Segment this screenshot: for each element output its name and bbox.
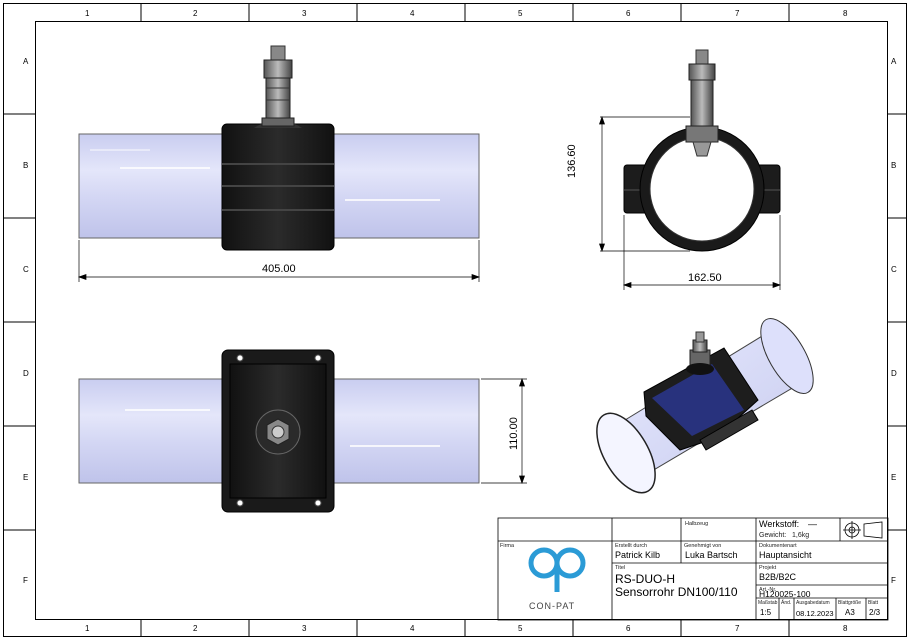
dimension-top-height-line xyxy=(481,377,527,485)
front-view-clamp xyxy=(221,120,335,251)
zone-col-4-bottom: 4 xyxy=(410,624,415,633)
dimension-length: 405.00 xyxy=(262,263,296,275)
genehmigt-label: Genehmigt von xyxy=(684,543,722,549)
massstab-value: 1:5 xyxy=(760,608,772,617)
dimension-side-height: 136.60 xyxy=(566,144,578,178)
zone-row-b-right: B xyxy=(891,161,897,170)
zone-row-d-right: D xyxy=(891,369,897,378)
gewicht-label: Gewicht: xyxy=(759,532,787,539)
zone-ticks xyxy=(3,3,907,637)
zone-row-e-left: E xyxy=(23,473,29,482)
zone-row-e-right: E xyxy=(891,473,897,482)
werkstoff-value: — xyxy=(808,519,817,529)
dimension-length-line xyxy=(77,240,481,282)
zone-col-7-top: 7 xyxy=(735,9,740,18)
side-view-sensor xyxy=(685,49,719,157)
logo-text: CON-PAT xyxy=(529,601,576,611)
blatt-label: Blatt xyxy=(868,600,879,606)
genehmigt-value: Luka Bartsch xyxy=(685,550,738,560)
zone-col-1-bottom: 1 xyxy=(85,624,90,633)
massstab-label: Maßstab xyxy=(758,600,778,606)
zone-col-7-bottom: 7 xyxy=(735,624,740,633)
titel-line-1: RS-DUO-H xyxy=(615,572,675,586)
zone-col-3-bottom: 3 xyxy=(302,624,307,633)
titel-line-2: Sensorrohr DN100/110 xyxy=(615,585,738,599)
projekt-label: Projekt xyxy=(759,565,777,571)
zone-col-3-top: 3 xyxy=(302,9,307,18)
zone-row-b-left: B xyxy=(23,161,29,170)
isometric-view xyxy=(596,318,814,494)
aend-label: Änd. xyxy=(781,600,792,606)
ausgabe-label: Ausgabedatum xyxy=(796,600,830,606)
zone-row-a-left: A xyxy=(23,57,29,66)
zone-row-c-left: C xyxy=(23,265,29,274)
halbzeug-label: Halbzeug xyxy=(685,521,709,527)
artnr-value: H120025-100 xyxy=(759,589,811,599)
title-block-grid xyxy=(497,517,889,621)
iso-tube-far-end xyxy=(760,318,814,394)
zone-row-a-right: A xyxy=(891,57,897,66)
zone-col-1-top: 1 xyxy=(85,9,90,18)
blatt-value: 2/3 xyxy=(869,608,881,617)
zone-row-f-left: F xyxy=(23,576,28,585)
dimension-side-width: 162.50 xyxy=(688,272,722,284)
artnr-label: Art.-Nr. xyxy=(759,587,777,593)
zone-col-6-top: 6 xyxy=(626,9,631,18)
top-view xyxy=(78,349,527,513)
titel-label: Titel xyxy=(615,565,626,571)
con-pat-logo xyxy=(528,547,586,592)
drawing-outer-frame xyxy=(3,3,907,637)
gewicht-value: 1,6kg xyxy=(792,532,810,539)
zone-col-8-bottom: 8 xyxy=(843,624,848,633)
firma-label: Firma xyxy=(500,543,515,549)
drawing-inner-frame xyxy=(35,21,888,620)
zone-row-d-left: D xyxy=(23,369,29,378)
werkstoff-label: Werkstoff: xyxy=(759,519,800,529)
zone-col-4-top: 4 xyxy=(410,9,415,18)
front-view xyxy=(77,45,481,282)
dokumentenart-label: Dokumentenart xyxy=(759,543,797,549)
zone-col-2-bottom: 2 xyxy=(193,624,198,633)
zone-col-2-top: 2 xyxy=(193,9,198,18)
zone-col-6-bottom: 6 xyxy=(626,624,631,633)
zone-col-5-bottom: 5 xyxy=(518,624,523,633)
erstellt-label: Erstellt durch xyxy=(615,543,648,549)
erstellt-value: Patrick Kilb xyxy=(615,550,661,560)
zone-row-c-right: C xyxy=(891,265,897,274)
iso-tube-near-end xyxy=(596,412,656,494)
zone-row-f-right: F xyxy=(891,576,896,585)
projection-symbol xyxy=(843,521,883,539)
projekt-value: B2B/B2C xyxy=(759,572,797,582)
zone-col-5-top: 5 xyxy=(518,9,523,18)
front-view-sensor xyxy=(261,45,295,127)
dimension-top-height: 110.00 xyxy=(508,417,520,450)
side-view xyxy=(599,49,782,290)
dimension-side-width-line xyxy=(622,215,782,290)
iso-sensor xyxy=(686,331,714,375)
blattgroesse-value: A3 xyxy=(845,608,855,617)
blattgroesse-label: Blattgröße xyxy=(838,600,862,606)
zone-col-8-top: 8 xyxy=(843,9,848,18)
dimension-side-height-line xyxy=(599,115,690,253)
dokumentenart-value: Hauptansicht xyxy=(759,550,812,560)
ausgabe-value: 08.12.2023 xyxy=(796,609,834,618)
